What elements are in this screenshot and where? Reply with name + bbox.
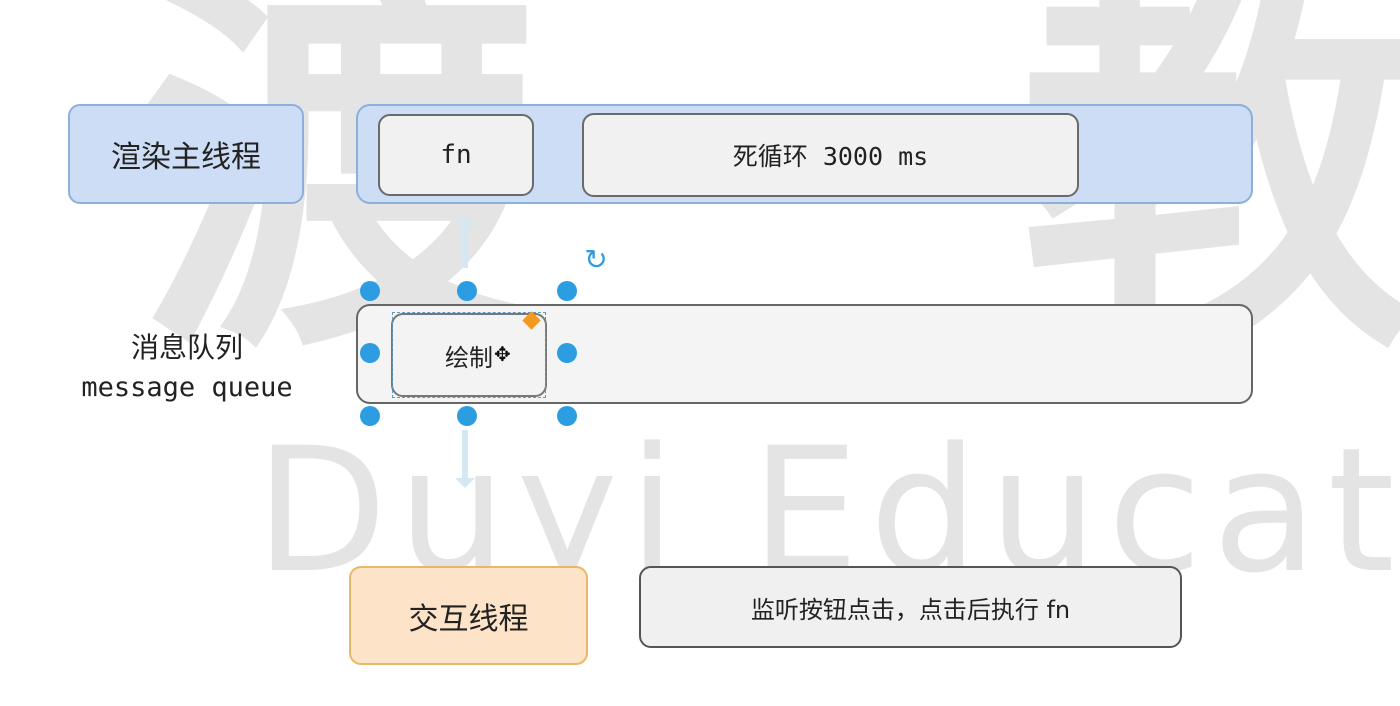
- resize-handle-icon[interactable]: [457, 406, 477, 426]
- message-queue-label-cn: 消息队列: [130, 331, 243, 364]
- move-cursor-icon: ✥: [494, 342, 511, 366]
- task-draw-label: 绘制: [445, 343, 493, 372]
- listen-click-task-label: 监听按钮点击，点击后执行 fn: [750, 595, 1071, 624]
- interaction-thread-text: 交互线程: [408, 601, 529, 637]
- task-fn-label: fn: [440, 140, 472, 170]
- task-fn[interactable]: fn: [378, 114, 534, 196]
- connector-arrow-up-icon[interactable]: [455, 216, 475, 268]
- render-main-thread-label[interactable]: 渲染主线程: [68, 104, 304, 204]
- interaction-thread-label[interactable]: 交互线程: [349, 566, 588, 665]
- message-queue-label: 消息队列 message queue: [52, 328, 322, 408]
- resize-handle-icon[interactable]: [557, 343, 577, 363]
- render-main-thread-text: 渲染主线程: [111, 140, 261, 175]
- listen-click-task[interactable]: 监听按钮点击，点击后执行 fn: [639, 566, 1182, 648]
- resize-handle-icon[interactable]: [360, 406, 380, 426]
- resize-handle-icon[interactable]: [360, 281, 380, 301]
- resize-handle-icon[interactable]: [457, 281, 477, 301]
- task-draw[interactable]: 绘制: [391, 313, 547, 397]
- task-infinite-loop[interactable]: 死循环 3000 ms: [582, 113, 1079, 197]
- task-infinite-loop-label: 死循环 3000 ms: [732, 142, 929, 171]
- resize-handle-icon[interactable]: [557, 406, 577, 426]
- connector-arrow-down-icon[interactable]: [455, 430, 475, 488]
- resize-handle-icon[interactable]: [557, 281, 577, 301]
- rotate-icon[interactable]: ↻: [584, 243, 608, 276]
- message-queue-label-en: message queue: [81, 372, 293, 403]
- resize-handle-icon[interactable]: [360, 343, 380, 363]
